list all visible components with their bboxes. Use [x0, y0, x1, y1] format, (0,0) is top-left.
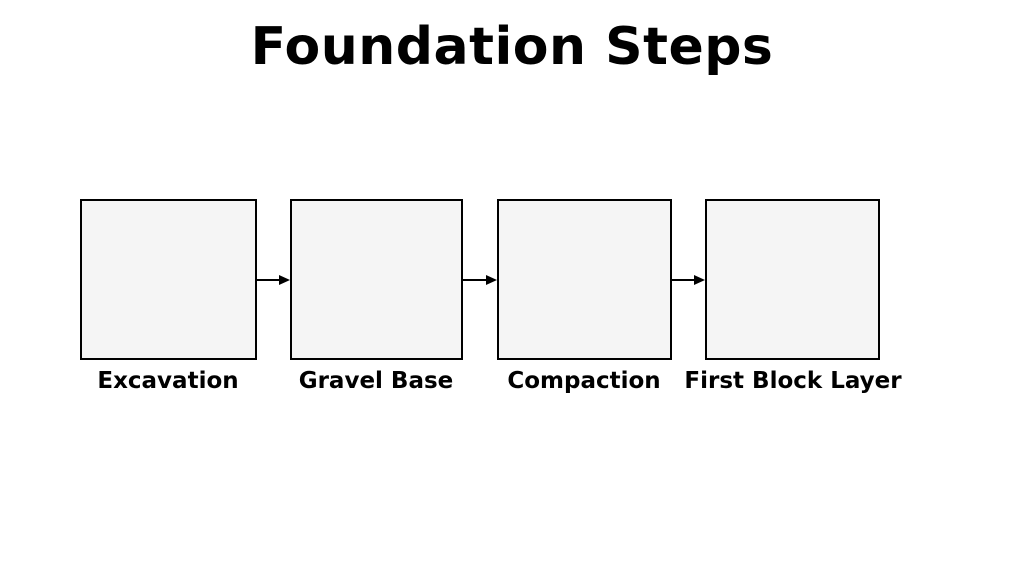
page-title: Foundation Steps	[250, 17, 774, 77]
step-label-compaction: Compaction	[507, 368, 661, 394]
arrow-head	[486, 275, 497, 285]
arrow-shaft	[257, 279, 283, 281]
arrow-shaft	[672, 279, 698, 281]
step-label-excavation: Excavation	[97, 368, 239, 394]
step-label-first-block-layer: First Block Layer	[684, 368, 902, 394]
step-box-gravel-base	[290, 199, 463, 360]
step-box-compaction	[497, 199, 672, 360]
arrow-head	[279, 275, 290, 285]
arrow-shaft	[463, 279, 490, 281]
step-label-gravel-base: Gravel Base	[298, 368, 454, 394]
step-box-excavation	[80, 199, 257, 360]
arrow-head	[694, 275, 705, 285]
step-box-first-block-layer	[705, 199, 880, 360]
